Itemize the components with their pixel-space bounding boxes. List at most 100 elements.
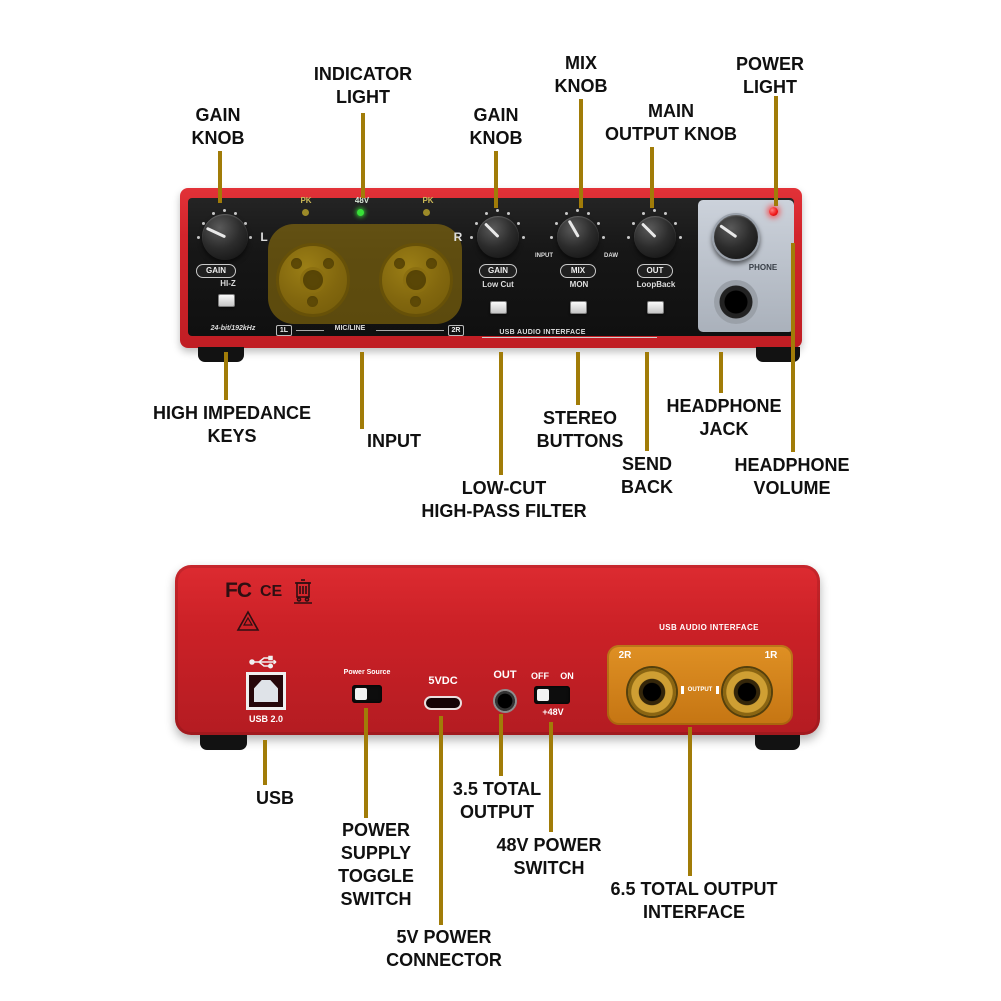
callout-48v-power-switch: 48V POWER SWITCH xyxy=(496,835,602,878)
mix-tag: MIX xyxy=(560,264,596,278)
low-cut-button xyxy=(490,301,507,314)
phone-label: PHONE xyxy=(748,263,778,272)
off-label: OFF xyxy=(531,671,549,681)
callout-gain-knob-left: GAIN KNOB xyxy=(191,105,245,148)
callout-mix-knob: MIX KNOB xyxy=(554,53,608,96)
power-source-label: Power Source xyxy=(343,669,391,676)
leader-gain-knob-left xyxy=(218,151,222,203)
callout-high-impedance-keys: HIGH IMPEDANCE KEYS xyxy=(152,403,312,446)
channel-1r-label: 1R xyxy=(764,650,778,661)
usb-c-port xyxy=(424,696,462,710)
pk-left-led-icon xyxy=(302,209,309,216)
fcc-mark: FC xyxy=(225,579,252,602)
ce-mark: CE xyxy=(260,583,283,600)
callout-input: INPUT xyxy=(367,431,421,451)
output-label: OUTPUT xyxy=(674,686,726,694)
knob-pointer xyxy=(640,222,657,239)
divider xyxy=(482,337,657,338)
mic-line-label: MIC/LINE xyxy=(334,325,366,332)
leader-indicator-light xyxy=(361,113,365,198)
leader-usb xyxy=(263,740,267,785)
gain-tag-left: GAIN xyxy=(196,264,236,278)
callout-headphone-volume: HEADPHONE VOLUME xyxy=(734,455,850,498)
leader-high-impedance xyxy=(224,352,228,400)
leader-stereo-buttons xyxy=(576,352,580,405)
right-channel-label: R xyxy=(453,230,463,244)
leader-5v-connector xyxy=(439,716,443,925)
plus-48v-label: +48V xyxy=(542,707,564,717)
weee-bin-icon xyxy=(294,579,312,604)
leader-main-output-knob xyxy=(650,147,654,208)
leader-headphone-volume xyxy=(791,243,795,452)
daw-small-label: DAW xyxy=(604,253,618,259)
usb-trident-icon xyxy=(249,655,277,669)
pk-left-label: PK xyxy=(300,196,312,205)
callout-power-supply-toggle-switch: POWER SUPPLY TOGGLE SWITCH xyxy=(338,820,414,909)
callout-usb: USB xyxy=(255,788,295,808)
5vdc-label: 5VDC xyxy=(428,675,458,687)
recycle-triangle-icon xyxy=(236,610,260,631)
48v-led-icon xyxy=(357,209,364,216)
leader-headphone-jack xyxy=(719,352,723,393)
callout-gain-knob-mid: GAIN KNOB xyxy=(469,105,523,148)
leader-48v-switch xyxy=(549,722,553,832)
divider xyxy=(376,330,444,331)
headphone-volume-knob xyxy=(712,213,760,261)
on-label: ON xyxy=(560,671,574,681)
input-highlight-overlay xyxy=(268,224,462,324)
toggle-slider xyxy=(355,688,367,700)
leader-mix-knob xyxy=(579,99,583,208)
usb-b-connector xyxy=(254,680,278,702)
gain-knob-left xyxy=(202,214,248,260)
35mm-output-jack xyxy=(493,689,517,713)
output-jack-1r xyxy=(723,668,771,716)
callout-35-total-output: 3.5 TOTAL OUTPUT xyxy=(452,779,542,822)
callout-low-cut-filter: LOW-CUT HIGH-PASS FILTER xyxy=(421,478,587,521)
device-foot xyxy=(755,735,800,750)
48v-label: 48V xyxy=(354,196,370,205)
callout-main-output-knob: MAIN OUTPUT KNOB xyxy=(605,101,737,144)
callout-power-light: POWER LIGHT xyxy=(735,54,805,97)
low-cut-label: Low Cut xyxy=(482,280,514,289)
loopback-label: LoopBack xyxy=(636,280,676,289)
leader-power-supply xyxy=(364,708,368,818)
callout-send-back: SEND BACK xyxy=(621,454,673,497)
bit-rate-label: 24-bit/192kHz xyxy=(210,325,256,332)
channel-2r-tag: 2R xyxy=(448,325,464,336)
output-label-text: OUTPUT xyxy=(680,686,720,694)
headphone-jack xyxy=(714,280,758,324)
back-panel-device: FC CE USB 2.0 Power Source xyxy=(175,565,820,750)
usb-2-0-label: USB 2.0 xyxy=(248,714,283,724)
front-panel-device: GAIN HI-Z PK 48V PK L R 24-bit/192kHz 1L xyxy=(180,188,802,362)
toggle-slider xyxy=(537,689,549,701)
knob-pointer xyxy=(205,226,226,239)
divider xyxy=(296,330,324,331)
power-source-toggle xyxy=(352,685,382,703)
gain-knob-mid xyxy=(477,216,519,258)
knob-pointer xyxy=(567,219,580,238)
knob-pointer xyxy=(483,222,500,239)
mon-button xyxy=(570,301,587,314)
hi-z-label: HI-Z xyxy=(220,279,236,288)
input-small-label: INPUT xyxy=(535,253,553,259)
gain-tag-mid: GAIN xyxy=(479,264,517,278)
leader-power-light xyxy=(774,96,778,206)
output-jack-2r xyxy=(628,668,676,716)
main-output-knob xyxy=(634,216,676,258)
leader-low-cut xyxy=(499,352,503,475)
callout-headphone-jack: HEADPHONE JACK xyxy=(666,396,782,439)
device-foot xyxy=(198,347,244,362)
leader-gain-knob-mid xyxy=(494,151,498,208)
device-foot xyxy=(200,735,247,750)
out-label: OUT xyxy=(493,669,517,681)
leader-send-back xyxy=(645,352,649,451)
hi-z-button xyxy=(218,294,235,307)
usb-audio-interface-label: USB AUDIO INTERFACE xyxy=(499,329,586,336)
usb-b-port xyxy=(246,672,286,710)
leader-35-output xyxy=(499,714,503,776)
callout-65-total-output: 6.5 TOTAL OUTPUT INTERFACE xyxy=(610,879,778,922)
left-channel-label: L xyxy=(260,230,268,244)
usb-audio-interface-back-label: USB AUDIO INTERFACE xyxy=(659,623,759,632)
callout-5v-power-connector: 5V POWER CONNECTOR xyxy=(386,927,502,970)
power-led-icon xyxy=(769,207,778,216)
